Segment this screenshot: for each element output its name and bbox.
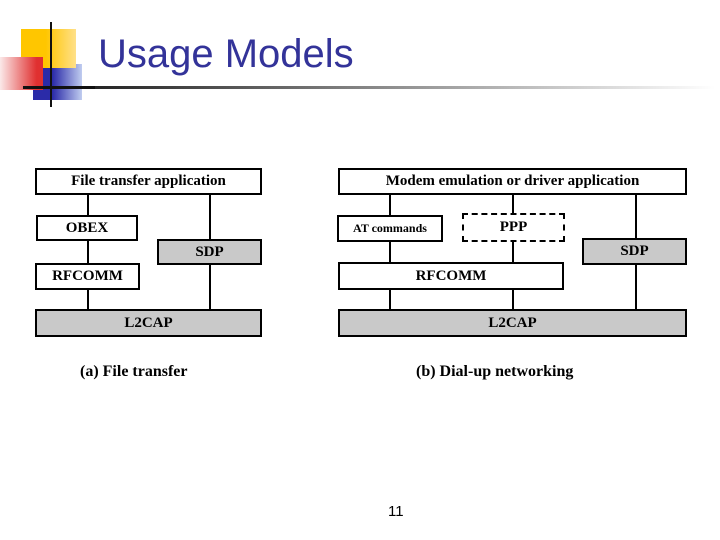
box-sdp-a: SDP — [157, 239, 262, 265]
caption-file-transfer: (a) File transfer — [80, 363, 188, 380]
deco-vertical-line — [50, 22, 52, 107]
connector-app-sdp-a — [209, 195, 211, 239]
box-at-commands: AT commands — [337, 215, 443, 242]
box-sdp-b: SDP — [582, 238, 687, 265]
connector-app-obex — [87, 195, 89, 215]
connector-app-ppp — [512, 195, 514, 213]
box-obex: OBEX — [36, 215, 138, 241]
connector-rfcomm-l2cap-b-left — [389, 290, 391, 309]
box-file-transfer-application: File transfer application — [35, 168, 262, 195]
deco-horizontal-line — [23, 86, 95, 89]
caption-dial-up-networking: (b) Dial-up networking — [416, 363, 574, 380]
connector-rfcomm-l2cap-a — [87, 290, 89, 309]
slide-title: Usage Models — [98, 32, 354, 76]
box-modem-emulation-application: Modem emulation or driver application — [338, 168, 687, 195]
title-underline-rule — [70, 86, 715, 89]
connector-at-rfcomm — [389, 242, 391, 262]
connector-sdp-l2cap-a — [209, 265, 211, 309]
box-l2cap-b: L2CAP — [338, 309, 687, 337]
connector-app-sdp-b — [635, 195, 637, 238]
connector-obex-rfcomm — [87, 241, 89, 263]
box-ppp: PPP — [462, 213, 565, 242]
connector-app-at-commands — [389, 195, 391, 215]
connector-sdp-l2cap-b — [635, 265, 637, 309]
box-rfcomm-b: RFCOMM — [338, 262, 564, 290]
box-l2cap-a: L2CAP — [35, 309, 262, 337]
deco-red-square — [0, 57, 43, 90]
connector-rfcomm-l2cap-b-mid — [512, 290, 514, 309]
box-rfcomm-a: RFCOMM — [35, 263, 140, 290]
connector-ppp-rfcomm — [512, 242, 514, 262]
page-number: 11 — [388, 503, 404, 520]
